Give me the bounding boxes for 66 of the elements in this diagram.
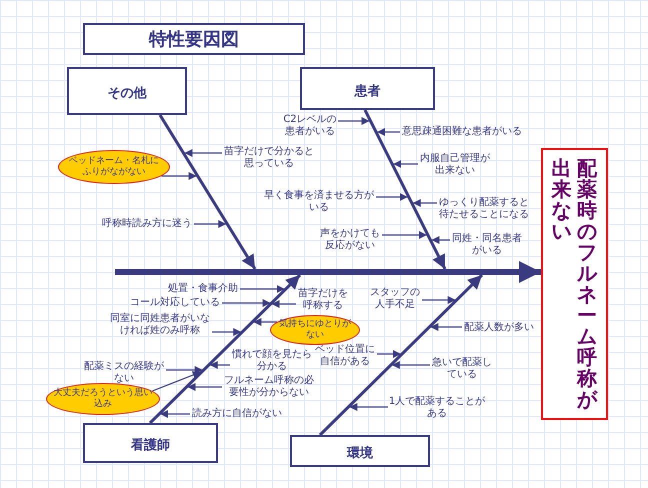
arrow <box>162 172 197 180</box>
arrow <box>430 323 462 331</box>
cause-text: 呼称時読み方に迷う <box>100 218 194 230</box>
title: 特性要因図 <box>83 23 305 55</box>
arrow <box>285 274 302 290</box>
cause-text: 1人で配薬することがある <box>388 396 486 420</box>
cause-text: 声をかけても反応がない <box>318 228 382 252</box>
arrow <box>222 299 271 307</box>
cause-text: 意思疎通困難な患者がいる <box>400 126 524 138</box>
arrow <box>467 274 484 290</box>
arrow <box>184 149 222 157</box>
cause-text: 読み方に自信がない <box>190 408 284 420</box>
arrow <box>377 350 402 358</box>
cause-text: C2レベルの患者がいる <box>282 114 338 138</box>
cause-text: 同室に同姓患者がいなければ姓のみ呼称 <box>108 313 212 337</box>
arrow <box>253 318 277 326</box>
arrow <box>187 383 222 391</box>
arrow <box>377 128 400 136</box>
cause-text: 配薬ミスの経験がない <box>82 361 166 385</box>
arrow <box>210 361 230 369</box>
cause-text: 苗字だけで分かると思っている <box>222 146 316 170</box>
highlighted-cause-oval: 気持ちにゆとりがない <box>270 315 360 345</box>
arrow <box>160 410 190 418</box>
arrow <box>194 220 226 228</box>
cause-text: 早く食事を済ませる方がいる <box>262 190 376 214</box>
highlighted-cause-oval: 大丈夫だろうという思い込み <box>46 383 160 415</box>
arrow <box>272 300 296 308</box>
arrow <box>392 361 430 369</box>
arrow <box>166 366 203 374</box>
connector-line <box>318 428 327 436</box>
arrow <box>212 328 242 336</box>
cause-text: コール対応している <box>128 297 222 309</box>
connector-line <box>364 109 370 118</box>
highlighted-cause-oval: ベッドネーム・名札にふりがながない <box>58 150 170 184</box>
cause-text: ゆっくり配薬すると待たせることになる <box>437 197 531 221</box>
arrow <box>382 231 427 239</box>
arrow <box>412 199 437 207</box>
category-box: 患者 <box>300 67 435 110</box>
cause-text: フルネーム呼称の必要性が分からない <box>222 375 316 399</box>
arrow <box>422 296 456 304</box>
arrow <box>242 253 256 270</box>
category-box: その他 <box>67 67 187 115</box>
arrow <box>393 160 418 168</box>
connector-line <box>158 114 166 123</box>
arrow <box>338 117 370 125</box>
arrow <box>518 261 541 283</box>
cause-text: 急いで配薬している <box>430 357 494 381</box>
cause-text: ベッド位置に自信がある <box>313 344 377 368</box>
arrow <box>349 403 388 411</box>
cause-text: 苗字だけを呼称する <box>296 288 350 312</box>
connector-line <box>148 416 157 424</box>
cause-text: 処置・食事介助 <box>166 283 240 295</box>
cause-text: 配薬人数が多い <box>462 322 536 334</box>
arrow <box>432 253 446 270</box>
category-box: 看護師 <box>83 423 218 463</box>
effect-box: 配薬時のフルネーム呼称が出来ない <box>541 148 608 420</box>
spine-line <box>115 269 518 275</box>
category-box: 環境 <box>290 435 430 467</box>
arrow <box>152 371 201 392</box>
arrow <box>240 285 285 293</box>
cause-text: 内服自己管理が出来ない <box>418 153 492 177</box>
cause-text: 慣れで顔を見たら分かる <box>230 349 314 373</box>
cause-text: 同姓・同名患者がいる <box>450 233 524 257</box>
cause-text: スタッフの人手不足 <box>368 287 422 311</box>
arrow <box>431 236 450 244</box>
arrow <box>376 193 408 201</box>
